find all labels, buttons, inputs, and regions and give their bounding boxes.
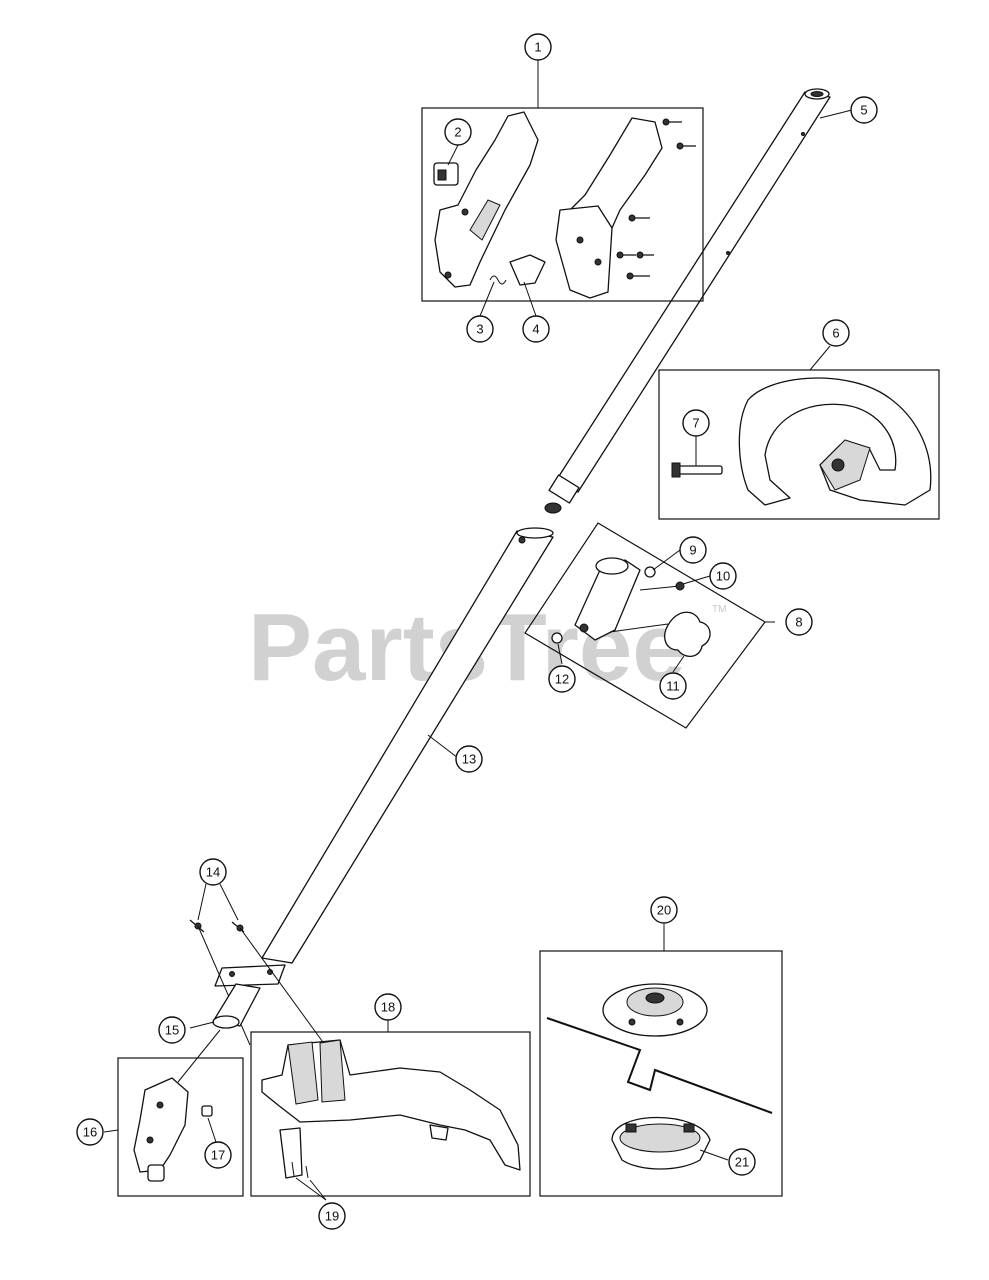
svg-text:11: 11 [666, 679, 680, 694]
svg-text:12: 12 [555, 672, 569, 687]
watermark-trademark: TM [712, 604, 726, 615]
svg-text:6: 6 [832, 326, 839, 341]
svg-text:16: 16 [83, 1125, 97, 1140]
svg-text:19: 19 [325, 1209, 339, 1224]
callout-21: 21 [728, 1148, 756, 1176]
svg-text:14: 14 [206, 865, 220, 880]
callout-9: 9 [679, 536, 707, 564]
svg-text:3: 3 [476, 322, 483, 337]
gear-head-screw [201, 1105, 213, 1117]
callout-6: 6 [822, 319, 850, 347]
svg-text:20: 20 [657, 903, 671, 918]
assist-handle [738, 377, 932, 506]
svg-text:15: 15 [165, 1023, 179, 1038]
shield-box [250, 1031, 531, 1197]
upper-shaft [544, 88, 831, 514]
handle-assembly-box [421, 107, 704, 302]
callout-13: 13 [455, 745, 483, 773]
handle-screws [616, 118, 696, 280]
throttle-trigger [433, 162, 459, 186]
callout-10: 10 [709, 562, 737, 590]
callout-14: 14 [199, 858, 227, 886]
trigger-lock [509, 254, 546, 286]
bracket-washer [551, 632, 563, 644]
callout-2: 2 [444, 118, 472, 146]
callout-15: 15 [158, 1016, 186, 1044]
bracket-nut [644, 566, 656, 578]
leader-14a [197, 883, 207, 921]
shield-mount-screws [279, 1127, 309, 1179]
callout-4: 4 [522, 315, 550, 343]
handle-bracket-box [524, 522, 766, 729]
debris-shield [261, 1039, 521, 1171]
svg-text:17: 17 [211, 1148, 225, 1163]
callout-5: 5 [850, 96, 878, 124]
gear-head-box [117, 1057, 244, 1197]
leader-lines [103, 60, 853, 1201]
shaft-clamp [214, 964, 286, 987]
leader-14b [219, 883, 239, 921]
trimmer-spool-cover [611, 1116, 711, 1170]
trimmer-head-box [539, 950, 783, 1197]
callout-12: 12 [548, 665, 576, 693]
trigger-spring [489, 275, 507, 285]
svg-text:21: 21 [735, 1155, 749, 1170]
svg-text:7: 7 [692, 416, 699, 431]
handle-bracket [574, 557, 641, 641]
handle-housing-right [555, 117, 663, 299]
callout-17: 17 [204, 1141, 232, 1169]
callout-16: 16 [76, 1118, 104, 1146]
callout-11: 11 [659, 672, 687, 700]
bracket-knob [609, 611, 711, 657]
svg-text:10: 10 [716, 569, 730, 584]
svg-text:2: 2 [454, 125, 461, 140]
svg-text:18: 18 [381, 1000, 395, 1015]
callout-18: 18 [374, 993, 402, 1021]
svg-text:9: 9 [689, 543, 696, 558]
handle-housing-left [434, 111, 539, 288]
callout-3: 3 [466, 315, 494, 343]
callout-1: 1 [524, 33, 552, 61]
callout-7: 7 [682, 409, 710, 437]
lower-shaft [261, 527, 554, 964]
shaft-coupler [212, 983, 261, 1029]
callout-20: 20 [650, 896, 678, 924]
trimmer-head-top [602, 983, 708, 1037]
assist-handle-box [658, 369, 940, 520]
clamp-screws [189, 919, 326, 1046]
svg-text:13: 13 [462, 752, 476, 767]
gear-head [133, 1029, 221, 1182]
svg-text:4: 4 [532, 322, 539, 337]
assist-handle-bolt [671, 462, 723, 478]
bracket-screw [639, 581, 685, 591]
svg-text:8: 8 [795, 615, 802, 630]
trimmer-line [546, 1017, 773, 1114]
callout-8: 8 [785, 608, 813, 636]
callout-19: 19 [318, 1202, 346, 1230]
svg-text:1: 1 [534, 40, 541, 55]
svg-text:5: 5 [860, 103, 867, 118]
